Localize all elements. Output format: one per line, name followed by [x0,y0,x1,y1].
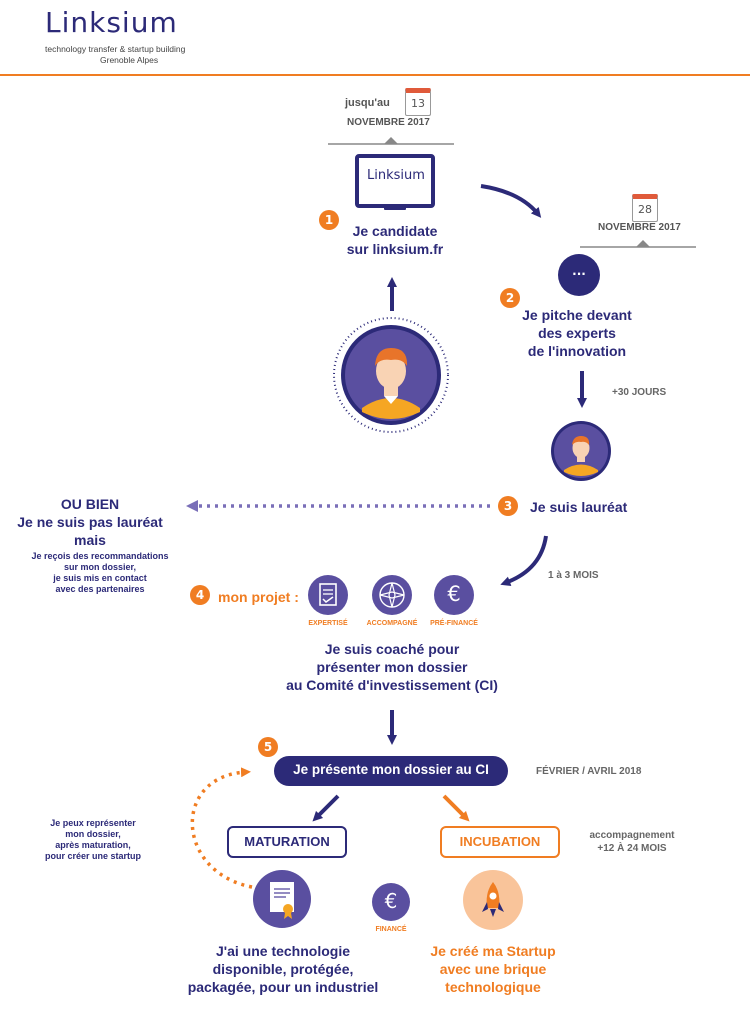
mat-line2: disponible, protégée, [212,961,354,977]
arrow-to-incubation [442,794,470,822]
maturation-label: MATURATION [244,834,330,849]
euro-icon: € [372,883,410,921]
document-check-icon [308,575,348,615]
step4-text: Je suis coaché pour présenter mon dossie… [272,640,512,694]
compass-icon [372,575,412,615]
loop-note-4: pour créer une startup [44,851,142,861]
mat-line3: packagée, pour un industriel [187,979,379,995]
alt-line1: OU BIEN [60,496,120,512]
step1-line1: Je candidate [352,223,438,239]
step4-line3: au Comité d'investissement (CI) [286,677,498,693]
rocket-icon [463,870,523,930]
document-seal-icon [270,882,294,919]
step2-line3: de l'innovation [527,343,627,359]
monitor-icon: Linksium [355,154,435,208]
step-number-4: 4 [190,585,210,605]
bubble-dots: ... [572,264,586,278]
linksium-logo[interactable]: Linksium [45,6,178,39]
alt-detail-4: avec des partenaires [55,584,145,594]
person-icon [333,317,449,433]
alt-detail-1: Je reçois des recommandations [31,551,169,561]
document-icon [319,583,337,606]
loop-note-3: après maturation, [55,840,131,850]
maturation-box: MATURATION [227,826,347,858]
date-marker-2 [580,240,696,248]
rocket-shape-icon [482,882,504,917]
incubation-note-1: accompagnement [589,830,675,841]
step-number-5: 5 [258,737,278,757]
step4-line1: Je suis coaché pour [324,641,460,657]
project-label: mon projet : [218,589,299,605]
calendar-day: 28 [638,203,652,216]
speech-bubble-icon: ... [558,254,600,296]
delay-30-days: +30 JOURS [612,387,667,398]
person-icon [551,421,611,481]
logo-subtitle: technology transfer & startup building [45,44,186,54]
step-number-1: 1 [319,210,339,230]
loop-note-1: Je peux représenter [50,818,136,828]
header: Linksium technology transfer & startup b… [0,0,750,76]
loop-note: Je peux représenter mon dossier, après m… [38,818,148,862]
delay-1-3-months: 1 à 3 MOIS [548,570,599,581]
alt-detail-3: je suis mis en contact [53,573,147,583]
step2-line1: Je pitche devant [522,307,632,323]
step4-line2: présenter mon dossier [316,659,468,675]
alt-line2: Je ne suis pas lauréat [17,514,163,530]
calendar-icon: 28 [632,194,658,222]
step-number-3: 3 [498,496,518,516]
ci-banner: Je présente mon dossier au CI [274,756,508,786]
inc-line2: avec une brique [439,961,547,977]
date-month: NOVEMBRE 2017 [347,117,430,128]
badge-pre-finance: PRÉ-FINANCÉ [430,620,478,627]
date-prefix: jusqu'au [345,97,390,109]
alt-detail-2: sur mon dossier, [63,562,137,572]
inc-line3: technologique [445,979,541,995]
alternative-title: OU BIEN Je ne suis pas lauréat mais [10,495,170,549]
monitor-logo: Linksium [367,168,425,183]
arrow-to-maturation [312,794,340,822]
step2-text: Je pitche devant des experts de l'innova… [502,306,652,360]
monitor-stand [384,204,406,210]
incubation-label: INCUBATION [459,834,541,849]
certificate-icon [253,870,311,928]
alt-line3: mais [74,532,106,548]
compass-rose-icon [379,582,405,608]
incubation-note: accompagnement +12 À 24 MOIS [578,829,686,855]
date-marker-1 [328,137,454,145]
calendar-icon: 13 [405,88,431,116]
calendar-day: 13 [411,97,425,110]
step-number-2: 2 [500,288,520,308]
arrow-to-pitch [480,184,542,218]
inc-line1: Je créé ma Startup [430,943,556,959]
maturation-text: J'ai une technologie disponible, protégé… [178,942,388,996]
incubation-note-2: +12 À 24 MOIS [597,843,667,854]
loop-note-2: mon dossier, [65,829,121,839]
ci-banner-text: Je présente mon dossier au CI [293,762,489,777]
alternative-detail: Je reçois des recommandations sur mon do… [20,551,180,595]
incubation-text: Je créé ma Startup avec une brique techn… [418,942,568,996]
incubation-box: INCUBATION [440,826,560,858]
candidate-avatar [332,316,450,434]
logo-location: Grenoble Alpes [100,55,159,65]
arrow-loop-back [190,767,253,889]
step1-text: Je candidate sur linksium.fr [320,222,470,258]
mat-line1: J'ai une technologie [215,943,351,959]
step2-line2: des experts [538,325,616,341]
laureat-avatar [550,420,612,482]
badge-expertise: EXPERTISÉ [308,620,348,627]
step3-text: Je suis lauréat [530,499,628,515]
euro-icon: € [434,575,474,615]
date-month: NOVEMBRE 2017 [598,222,681,233]
ci-date: FÉVRIER / AVRIL 2018 [536,766,642,777]
financed-badge: FINANCÉ [375,926,407,933]
arrow-to-projet [500,535,548,587]
badge-accompagne: ACCOMPAGNÉ [366,620,418,627]
step1-line2: sur linksium.fr [346,241,444,257]
